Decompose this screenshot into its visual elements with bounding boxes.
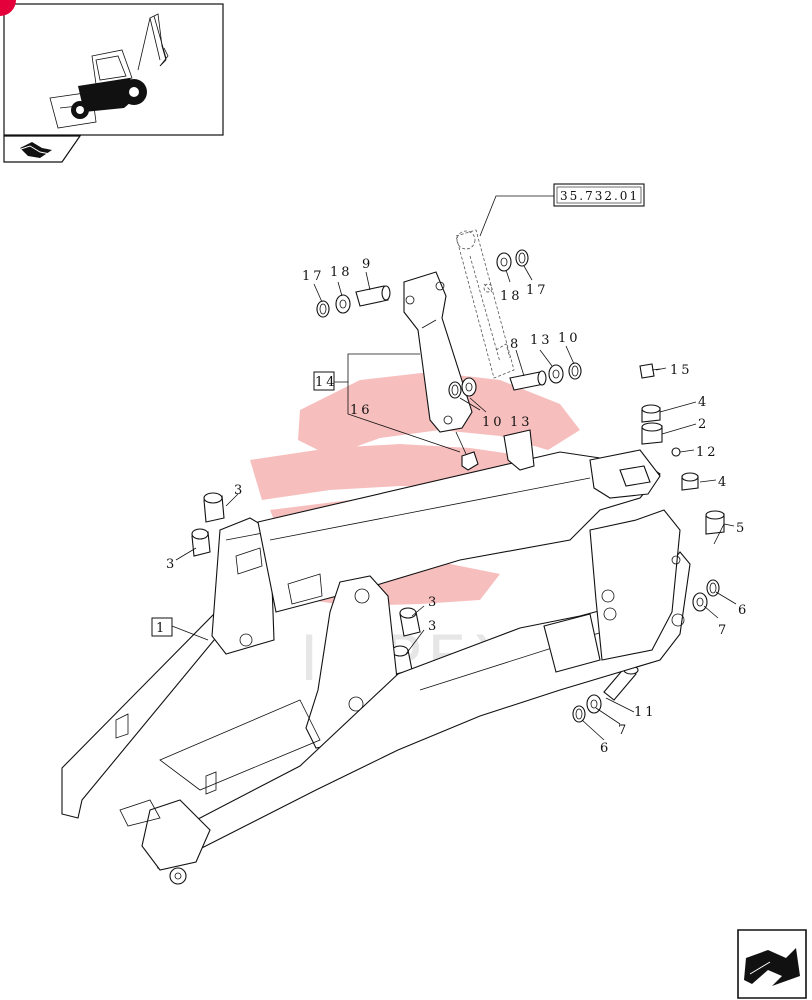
- rubber-mount-4-lower: [681, 472, 699, 491]
- grease-fitting-16: [455, 431, 479, 471]
- callout-2: 2: [698, 417, 709, 432]
- leader-lines: [171, 265, 737, 741]
- pin-8: [509, 370, 547, 391]
- rubber-mount-4-upper: [641, 404, 661, 423]
- callout-8: 8: [510, 337, 521, 352]
- callout-3a: 3: [234, 483, 245, 498]
- callout-11: 11: [634, 705, 657, 720]
- callout-1: 1: [156, 621, 167, 636]
- callout-10b: 10: [482, 415, 505, 430]
- callout-6a: 6: [738, 603, 749, 618]
- callout-14-box: 14: [313, 371, 338, 391]
- reference-box-label: 35.732.01: [560, 189, 639, 203]
- washer-18-right: [496, 252, 512, 272]
- callout-6b: 6: [600, 741, 611, 756]
- callout-10a: 10: [558, 331, 581, 346]
- reference-box[interactable]: 35.732.01: [553, 183, 645, 207]
- thumbnail-frame: [3, 3, 224, 136]
- chassis-frame: [61, 429, 691, 885]
- callout-7b: 7: [618, 723, 629, 738]
- callout-7a: 7: [718, 623, 729, 638]
- callout-3b: 3: [166, 557, 177, 572]
- callout-18b: 18: [500, 289, 523, 304]
- snap-ring-17-left: [316, 300, 330, 318]
- callout-3c: 3: [428, 595, 439, 610]
- hydraulic-cylinder: [455, 229, 515, 379]
- callout-18a: 18: [330, 265, 353, 280]
- bushing-3-b: [191, 528, 211, 557]
- callout-16: 16: [350, 403, 373, 418]
- callout-3d: 3: [428, 619, 439, 634]
- washer-13-arm: [461, 377, 477, 397]
- callout-1-box: 1: [151, 617, 173, 637]
- callout-5: 5: [736, 521, 747, 536]
- bolt-15: [639, 363, 661, 379]
- callout-13a: 13: [530, 333, 553, 348]
- washer-18-left: [335, 294, 351, 314]
- next-page-arrow-icon[interactable]: [737, 929, 807, 999]
- callout-9: 9: [362, 257, 373, 272]
- snap-ring-6-lower: [572, 705, 586, 723]
- washer-7-upper: [692, 592, 708, 612]
- backhoe-loader-thumbnail-icon: [49, 13, 169, 129]
- nut-12: [671, 447, 681, 457]
- callout-14: 14: [315, 375, 338, 390]
- bushing-3-a: [203, 492, 225, 523]
- snap-ring-17-right: [515, 249, 529, 267]
- callout-15: 15: [670, 363, 693, 378]
- book-arrow-icon[interactable]: [3, 135, 82, 163]
- snap-ring-10-arm: [448, 381, 462, 399]
- callout-13b: 13: [510, 415, 533, 430]
- callout-17b: 17: [526, 283, 549, 298]
- pin-9: [355, 285, 391, 307]
- snap-ring-10-right: [568, 362, 582, 380]
- callout-4a: 4: [698, 395, 709, 410]
- washer-13-right: [548, 364, 564, 384]
- callouts: 17 18 9 18 17 8 13 10 15 14 16 10 13 4 2…: [151, 257, 749, 756]
- bushing-2: [641, 422, 663, 445]
- callout-4b: 4: [718, 475, 729, 490]
- callout-12: 12: [696, 445, 719, 460]
- washer-7-lower: [586, 694, 602, 714]
- bushing-5: [705, 510, 725, 535]
- callout-17a: 17: [302, 269, 325, 284]
- corner-badge: [0, 0, 16, 16]
- snap-ring-6-upper: [706, 579, 720, 597]
- thumbnail-panel[interactable]: [3, 3, 224, 136]
